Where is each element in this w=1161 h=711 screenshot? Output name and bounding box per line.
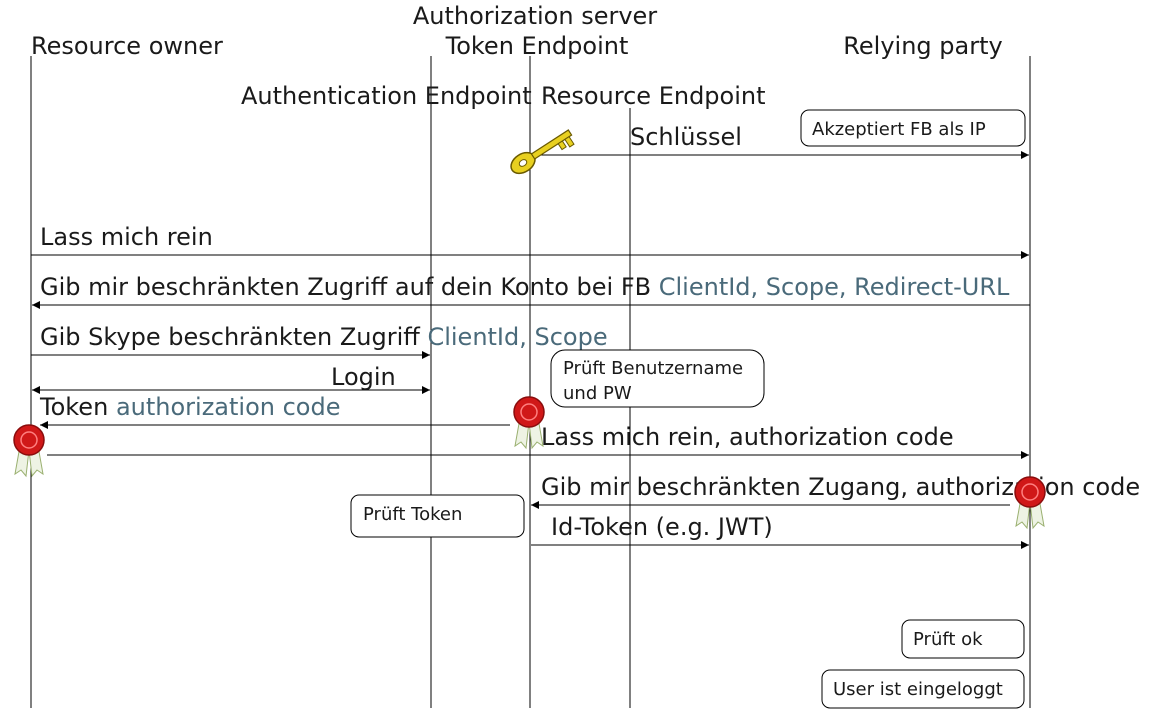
- note-akzeptiert-fb: [800, 109, 1026, 147]
- msg-lass-mich-rein-code-label: Lass mich rein, authorization code: [541, 423, 954, 451]
- note-prueft-ok: [901, 619, 1025, 659]
- note-user-eingeloggt: [821, 669, 1025, 709]
- msg-gib-skype-label: Gib Skype beschränkten Zugriff ClientId,…: [40, 323, 608, 351]
- msg-lass-mich-rein-label: Lass mich rein: [40, 223, 213, 251]
- msg-gib-mir-zugriff-text: Gib mir beschränkten Zugriff auf dein Ko…: [40, 273, 651, 301]
- note-prueft-benutzername-line1: Prüft Benutzername: [563, 358, 743, 379]
- note-prueft-benutzername-line2: und PW: [563, 383, 632, 404]
- msg-token-param: authorization code: [116, 393, 341, 421]
- wax-seal-icon: [1014, 476, 1046, 530]
- wax-seal-icon: [13, 424, 45, 478]
- msg-gib-mir-zugriff-params: ClientId, Scope, Redirect-URL: [659, 273, 1010, 301]
- note-prueft-benutzername: [550, 349, 765, 408]
- note-akzeptiert-fb-text: Akzeptiert FB als IP: [812, 119, 986, 140]
- msg-id-token-label: Id-Token (e.g. JWT): [551, 513, 773, 541]
- msg-token-text: Token: [39, 393, 108, 421]
- msg-schluessel-label: Schlüssel: [630, 123, 742, 151]
- key-icon: [510, 129, 575, 175]
- msg-login-label: Login: [331, 363, 396, 391]
- msg-gib-skype-params: ClientId, Scope: [427, 323, 607, 351]
- msg-token-label: Token authorization code: [39, 393, 340, 421]
- header-relying-party: Relying party: [843, 32, 1002, 60]
- header-resource-endpoint: Resource Endpoint: [541, 82, 766, 110]
- msg-gib-mir-zugang-label: Gib mir beschränkten Zugang, authorizati…: [541, 473, 1140, 501]
- note-prueft-token-text: Prüft Token: [363, 504, 462, 525]
- header-authentication-endpoint: Authentication Endpoint: [241, 82, 532, 110]
- msg-gib-mir-zugriff-label: Gib mir beschränkten Zugriff auf dein Ko…: [40, 273, 1010, 301]
- note-prueft-ok-text: Prüft ok: [913, 629, 983, 650]
- header-authorization-server: Authorization server: [413, 2, 657, 30]
- header-token-endpoint: Token Endpoint: [445, 32, 629, 60]
- note-prueft-token: [350, 494, 525, 538]
- msg-gib-skype-text: Gib Skype beschränkten Zugriff: [40, 323, 420, 351]
- wax-seal-icon: [513, 396, 545, 450]
- note-user-eingeloggt-text: User ist eingeloggt: [833, 679, 1003, 700]
- header-resource-owner: Resource owner: [31, 32, 223, 60]
